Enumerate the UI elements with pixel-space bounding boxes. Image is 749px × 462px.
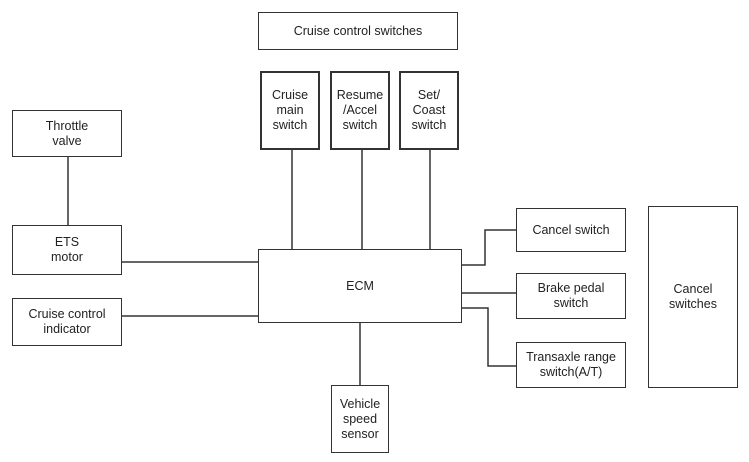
vehicle-speed-sensor-label: Vehicle speed sensor [339, 396, 381, 441]
cruise-control-switches-label: Cruise control switches [293, 23, 423, 38]
brake-pedal-switch-label: Brake pedal switch [537, 281, 605, 310]
cruise-control-indicator-box: Cruise control indicator [12, 298, 122, 346]
cruise-main-switch-label: Cruise main switch [271, 88, 309, 132]
resume-accel-switch-box: Resume /Accel switch [330, 71, 390, 150]
transaxle-range-switch-label: Transaxle range switch(A/T) [526, 350, 616, 379]
cruise-main-switch-box: Cruise main switch [260, 71, 320, 150]
throttle-valve-label: Throttle valve [45, 118, 89, 148]
ecm-label: ECM [346, 278, 374, 293]
cancel-switches-group-label: Cancel switches [669, 282, 717, 311]
transaxle-range-switch-box: Transaxle range switch(A/T) [516, 342, 626, 388]
ecm-box: ECM [258, 249, 462, 323]
throttle-valve-box: Throttle valve [12, 110, 122, 157]
line-ecm-to-transaxle-switch [462, 307, 516, 367]
resume-accel-switch-label: Resume /Accel switch [336, 88, 384, 132]
set-coast-switch-label: Set/ Coast switch [411, 88, 447, 132]
ets-motor-label: ETS motor [51, 235, 83, 264]
cancel-switch-box: Cancel switch [516, 208, 626, 252]
cancel-switch-label: Cancel switch [532, 222, 610, 237]
cancel-switches-group-box: Cancel switches [648, 206, 738, 388]
vehicle-speed-sensor-box: Vehicle speed sensor [331, 385, 389, 453]
cruise-control-indicator-label: Cruise control indicator [28, 307, 106, 336]
set-coast-switch-box: Set/ Coast switch [399, 71, 459, 150]
brake-pedal-switch-box: Brake pedal switch [516, 273, 626, 319]
cruise-control-switches-box: Cruise control switches [258, 12, 458, 50]
ets-motor-box: ETS motor [12, 225, 122, 275]
line-ecm-to-cancel-switch [462, 229, 516, 266]
